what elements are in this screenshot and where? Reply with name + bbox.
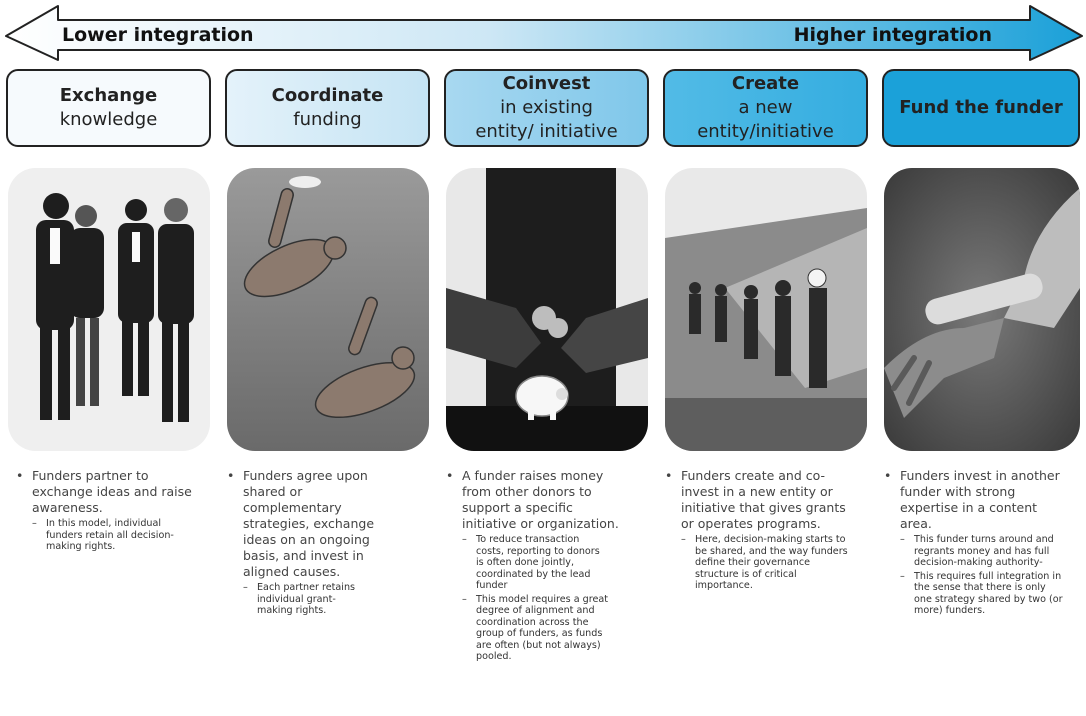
stage-title: Exchange	[59, 85, 158, 106]
main-bullet: Funders invest in another funder with st…	[882, 468, 1065, 532]
workers-building-dam-photo	[665, 168, 867, 451]
stage-box-coinvest: Coinvest in existing entity/ initiative	[444, 69, 649, 147]
stage-title: Coordinate	[271, 85, 384, 106]
bullets-coinvest: A funder raises money from other donors …	[444, 468, 644, 663]
stage-box-exchange: Exchange knowledge	[6, 69, 211, 147]
sub-bullet: This requires full integration in the se…	[882, 571, 1064, 617]
main-bullet: Funders partner to exchange ideas and ra…	[14, 468, 204, 516]
sub-bullet: To reduce transaction costs, reporting t…	[444, 534, 606, 592]
piggy-bank-coins-photo	[446, 168, 648, 451]
stage-subtitle: in existing entity/ initiative	[475, 97, 618, 142]
lower-integration-label: Lower integration	[62, 24, 254, 46]
main-bullet: Funders create and co-invest in a new en…	[663, 468, 861, 532]
main-bullet: Funders agree upon shared or complementa…	[225, 468, 403, 580]
stage-box-fund-the-funder: Fund the funder	[882, 69, 1080, 147]
stage-title: Coinvest	[502, 73, 591, 94]
bullets-exchange: Funders partner to exchange ideas and ra…	[14, 468, 204, 553]
higher-integration-label: Higher integration	[793, 24, 992, 46]
sub-bullet: This funder turns around and regrants mo…	[882, 534, 1064, 569]
sub-bullet: This model requires a great degree of al…	[444, 594, 616, 663]
business-people-photo	[8, 168, 210, 451]
stage-box-coordinate: Coordinate funding	[225, 69, 430, 147]
stage-title: Create	[731, 73, 800, 94]
sub-bullet: Each partner retains individual grant-ma…	[225, 582, 357, 617]
synchronized-divers-photo	[227, 168, 429, 451]
stage-subtitle: funding	[293, 109, 362, 130]
stage-box-create: Create a new entity/initiative	[663, 69, 868, 147]
bullets-coordinate: Funders agree upon shared or complementa…	[225, 468, 415, 617]
bullets-fund-the-funder: Funders invest in another funder with st…	[882, 468, 1078, 617]
main-bullet: A funder raises money from other donors …	[444, 468, 627, 532]
relay-baton-handoff-photo	[884, 168, 1080, 451]
sub-bullet: In this model, individual funders retain…	[14, 518, 196, 553]
double-arrow-shape	[5, 5, 1083, 61]
integration-arrow: Lower integration Higher integration	[0, 0, 1086, 64]
stage-subtitle: a new entity/initiative	[697, 97, 834, 142]
sub-bullet: Here, decision-making starts to be share…	[663, 534, 855, 592]
stage-title: Fund the funder	[899, 97, 1063, 118]
bullets-create: Funders create and co-invest in a new en…	[663, 468, 863, 592]
stage-subtitle: knowledge	[59, 109, 158, 130]
